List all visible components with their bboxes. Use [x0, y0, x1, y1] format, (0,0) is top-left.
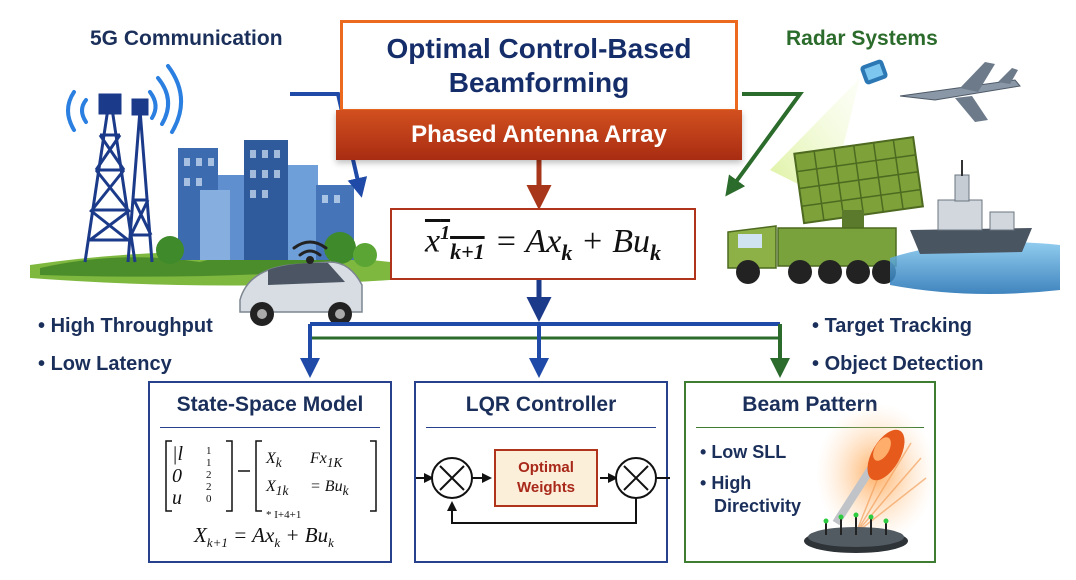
city-buildings-icon	[156, 140, 377, 267]
beam-pattern-panel: Beam Pattern Low SLL High Directivity	[684, 381, 936, 563]
list-item: High	[700, 472, 801, 495]
right-section-title: Radar Systems	[786, 27, 938, 50]
title-box: Optimal Control-Based Beamforming	[340, 20, 738, 112]
matrix-right-col2: Fx1K = Buk	[310, 450, 349, 499]
matrix-left-col2: 1 1 2 2 0	[206, 445, 212, 505]
divider	[426, 427, 656, 428]
signal-waves-icon	[66, 64, 184, 134]
matrix-right: Xk X1k * I+4+1	[266, 450, 302, 522]
wifi-icon	[292, 240, 328, 264]
page-title-line1: Optimal Control-Based	[386, 33, 692, 64]
state-equation-box: x1k+1 = Axk + Buk	[390, 208, 696, 280]
beam-bullet-list: Low SLL High Directivity	[700, 441, 801, 518]
panel-title: LQR Controller	[465, 393, 617, 416]
list-item: Low SLL	[700, 441, 801, 464]
right-bullet-list: Target Tracking Object Detection	[812, 307, 984, 383]
equation-lhs: x1k+1	[424, 222, 485, 265]
list-item: Target Tracking	[812, 307, 983, 345]
page-title-line2: Beamforming	[448, 67, 630, 98]
cell-tower-icon	[83, 93, 154, 263]
list-item: Low Latency	[38, 345, 213, 383]
satellite-icon	[860, 59, 888, 85]
optimal-weights-block: Optimal Weights	[494, 449, 598, 507]
matrix-left: |l 0 u	[172, 443, 184, 509]
panel-title: Beam Pattern	[742, 393, 878, 416]
list-item-continuation: Directivity	[714, 496, 802, 516]
subtitle: Phased Antenna Array	[411, 121, 667, 148]
divider	[160, 427, 380, 428]
beam-pattern-icon	[804, 403, 936, 553]
state-space-panel: State-Space Model |l 0 u 1 1 2 2 0 Xk X1…	[148, 381, 392, 563]
lqr-block-diagram	[416, 457, 670, 524]
panel-title: State-Space Model	[176, 393, 364, 416]
fighter-jet-icon	[899, 62, 1021, 122]
car-icon	[239, 261, 363, 326]
arrow-radar-to-equation	[725, 92, 804, 197]
radar-truck-icon	[727, 135, 925, 284]
list-item: Object Detection	[812, 345, 984, 383]
subtitle-bar: Phased Antenna Array	[336, 110, 742, 160]
left-bullet-list: High Throughput Low Latency	[38, 307, 213, 383]
equation-rhs: = Axk + Buk	[494, 222, 662, 265]
state-space-equation: Xk+1 = Axk + Buk	[194, 523, 334, 551]
warship-icon	[910, 160, 1032, 254]
lqr-panel: LQR Controller Optimal Weights	[414, 381, 670, 563]
equation-lhs-super: 1	[440, 222, 451, 245]
matrix-brackets	[165, 440, 377, 512]
list-item: High Throughput	[38, 307, 213, 345]
divider	[696, 427, 924, 428]
left-section-title: 5G Communication	[90, 27, 283, 50]
